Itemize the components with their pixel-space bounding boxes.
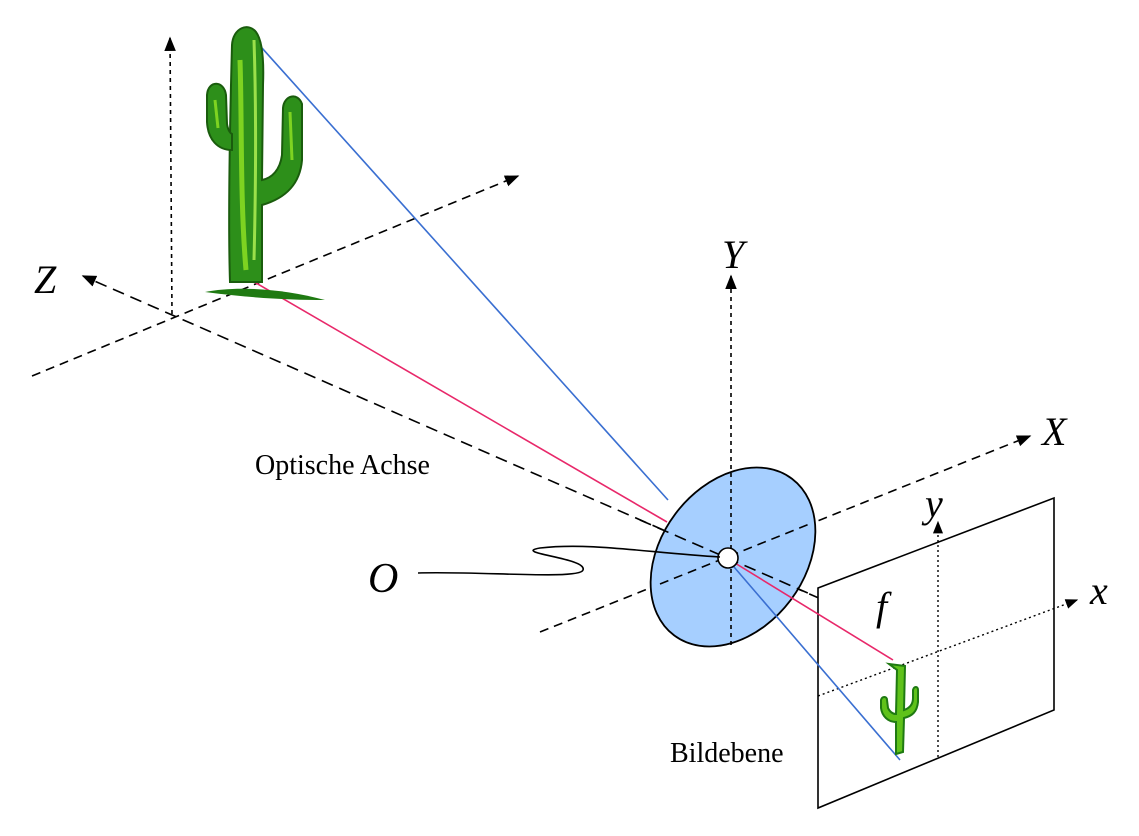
image-x-axis bbox=[817, 599, 1079, 697]
label-Z: Z bbox=[34, 257, 57, 302]
world-left-axis bbox=[31, 175, 520, 377]
z-axis bbox=[81, 275, 943, 653]
label-y: y bbox=[921, 481, 943, 526]
ray-base-image bbox=[729, 559, 894, 661]
pinhole bbox=[717, 547, 739, 569]
z-axis-over-lens bbox=[639, 519, 811, 595]
world-vertical-axis bbox=[164, 36, 176, 315]
label-X: X bbox=[1040, 409, 1068, 454]
label-Y: Y bbox=[722, 232, 748, 277]
o-pointer-curve bbox=[417, 545, 721, 576]
ray-top-to-lens bbox=[243, 27, 669, 501]
label-O: O bbox=[368, 556, 398, 602]
label-x: x bbox=[1089, 568, 1108, 613]
label-optical-axis: Optische Achse bbox=[255, 450, 430, 481]
cactus-icon bbox=[205, 26, 325, 300]
ray-base-to-lens bbox=[243, 275, 668, 523]
label-image-plane: Bildebene bbox=[670, 738, 784, 769]
ray-top-image bbox=[727, 559, 901, 761]
small-cactus-icon bbox=[880, 662, 919, 756]
